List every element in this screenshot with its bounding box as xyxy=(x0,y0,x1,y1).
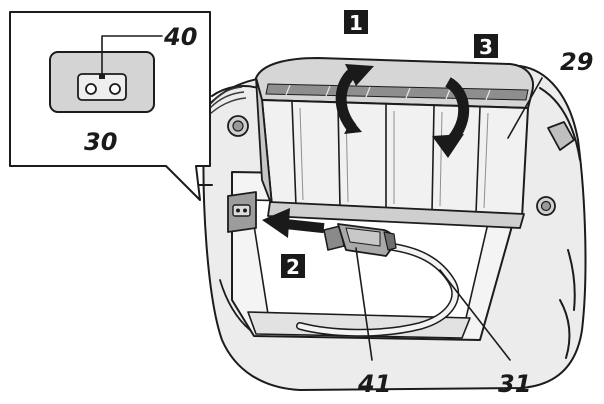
right-bracket xyxy=(547,121,575,151)
power-cord xyxy=(296,242,460,337)
callout-29: 29 xyxy=(560,48,593,76)
callout-41: 41 xyxy=(357,370,391,398)
dc-inlet-socket xyxy=(227,191,257,233)
terminal-cover xyxy=(255,57,534,229)
cover-hatch xyxy=(285,84,491,101)
leader-cord xyxy=(439,269,511,361)
leader-cover xyxy=(507,77,543,139)
callout-31: 31 xyxy=(498,370,531,398)
open-cover-arrow xyxy=(335,64,374,134)
close-cover-arrow xyxy=(432,77,470,158)
callout-30: 30 xyxy=(84,128,117,156)
callout-40: 40 xyxy=(163,23,197,51)
dc-plug xyxy=(323,223,397,257)
step-1-label: 1 xyxy=(349,11,363,35)
screw-left xyxy=(227,115,249,137)
cover-ribs xyxy=(291,101,481,215)
step-1-badge: 1 xyxy=(344,10,368,35)
leader-lines xyxy=(355,77,543,361)
leader-plug xyxy=(355,247,373,361)
insert-plug-arrow xyxy=(262,208,325,238)
screw-right xyxy=(536,196,556,216)
step-3-badge: 3 xyxy=(474,34,498,59)
step-2-badge: 2 xyxy=(281,254,305,279)
step-2-label: 2 xyxy=(286,255,300,279)
inlet-detail-inset xyxy=(9,11,211,201)
step-3-label: 3 xyxy=(479,35,493,59)
